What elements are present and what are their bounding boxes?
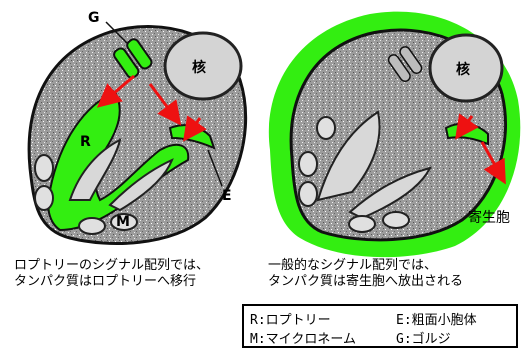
- right-micronema: [299, 182, 317, 206]
- nucleus-label-right: 核: [456, 61, 470, 78]
- left-caption-line2: タンパク質はロプトリーへ移行: [14, 274, 209, 290]
- nucleus-label-left: 核: [192, 59, 206, 76]
- left-micronema: [79, 218, 105, 234]
- left-micronema: [35, 155, 53, 181]
- golgi-letter-label: G: [88, 10, 100, 26]
- micronema-letter-label: M: [116, 214, 130, 230]
- right-micronema: [317, 117, 335, 139]
- legend-micronema: M:マイクロネーム: [250, 328, 356, 347]
- rhoptry-letter-label: R: [80, 134, 91, 150]
- right-caption-line1: 一般的なシグナル配列では、: [268, 258, 463, 274]
- legend-er: E:粗面小胞体: [396, 309, 477, 328]
- left-caption-line1: ロプトリーのシグナル配列では、: [14, 258, 209, 274]
- right-micronema: [299, 152, 317, 176]
- right-caption-line2: タンパク質は寄生胞へ放出される: [268, 274, 463, 290]
- parasitophore-label: 寄生胞: [468, 209, 510, 226]
- right-micronema: [383, 212, 409, 228]
- er-letter-label: E: [222, 188, 232, 204]
- left-caption: ロプトリーのシグナル配列では、 タンパク質はロプトリーへ移行: [14, 258, 209, 290]
- legend-golgi: G:ゴルジ: [396, 328, 451, 347]
- legend-rhoptry: R:ロプトリー: [250, 309, 331, 328]
- legend-box: R:ロプトリー E:粗面小胞体 M:マイクロネーム G:ゴルジ: [242, 304, 518, 348]
- right-caption: 一般的なシグナル配列では、 タンパク質は寄生胞へ放出される: [268, 258, 463, 290]
- left-cell: [29, 22, 246, 243]
- left-micronema: [35, 186, 53, 210]
- right-micronema: [349, 216, 375, 232]
